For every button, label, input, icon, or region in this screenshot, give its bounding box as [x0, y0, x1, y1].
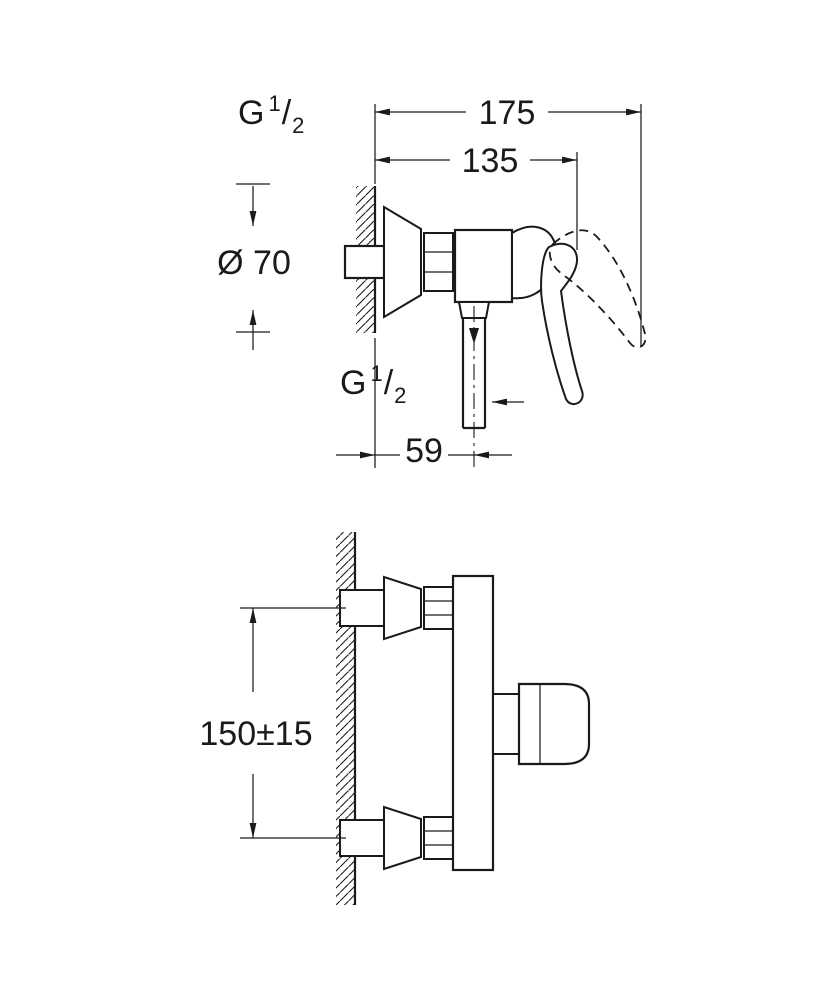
handle-front	[492, 682, 591, 766]
escutcheon-side	[383, 205, 422, 319]
bottom-inlet-assembly	[339, 805, 454, 871]
dim-150-label: 150±15	[199, 715, 312, 753]
dimension-escutcheon-diameter: Ø 70	[217, 244, 291, 350]
dim-135-label: 135	[462, 142, 519, 180]
dimension-connection-spacing: 150±15	[199, 607, 346, 839]
hex-nut-side	[423, 232, 454, 292]
mixer-body-front	[451, 574, 495, 872]
front-view: 150±15	[199, 532, 591, 905]
flow-direction-arrow	[469, 328, 479, 344]
dim-59-label: 59	[405, 432, 443, 470]
dimension-total-depth: 175	[374, 94, 642, 346]
handle-lever-side	[540, 242, 584, 406]
dimension-body-depth: 135	[375, 142, 578, 250]
dim-dia70-label: Ø 70	[217, 244, 291, 282]
dimension-outlet-offset: 59	[336, 338, 512, 470]
handle-lever-raised-dashed	[548, 229, 647, 349]
dim-175-label: 175	[479, 94, 536, 132]
inlet-pipe-stub-side	[343, 244, 386, 280]
mixer-body-side	[453, 228, 514, 304]
top-inlet-assembly	[339, 575, 454, 641]
